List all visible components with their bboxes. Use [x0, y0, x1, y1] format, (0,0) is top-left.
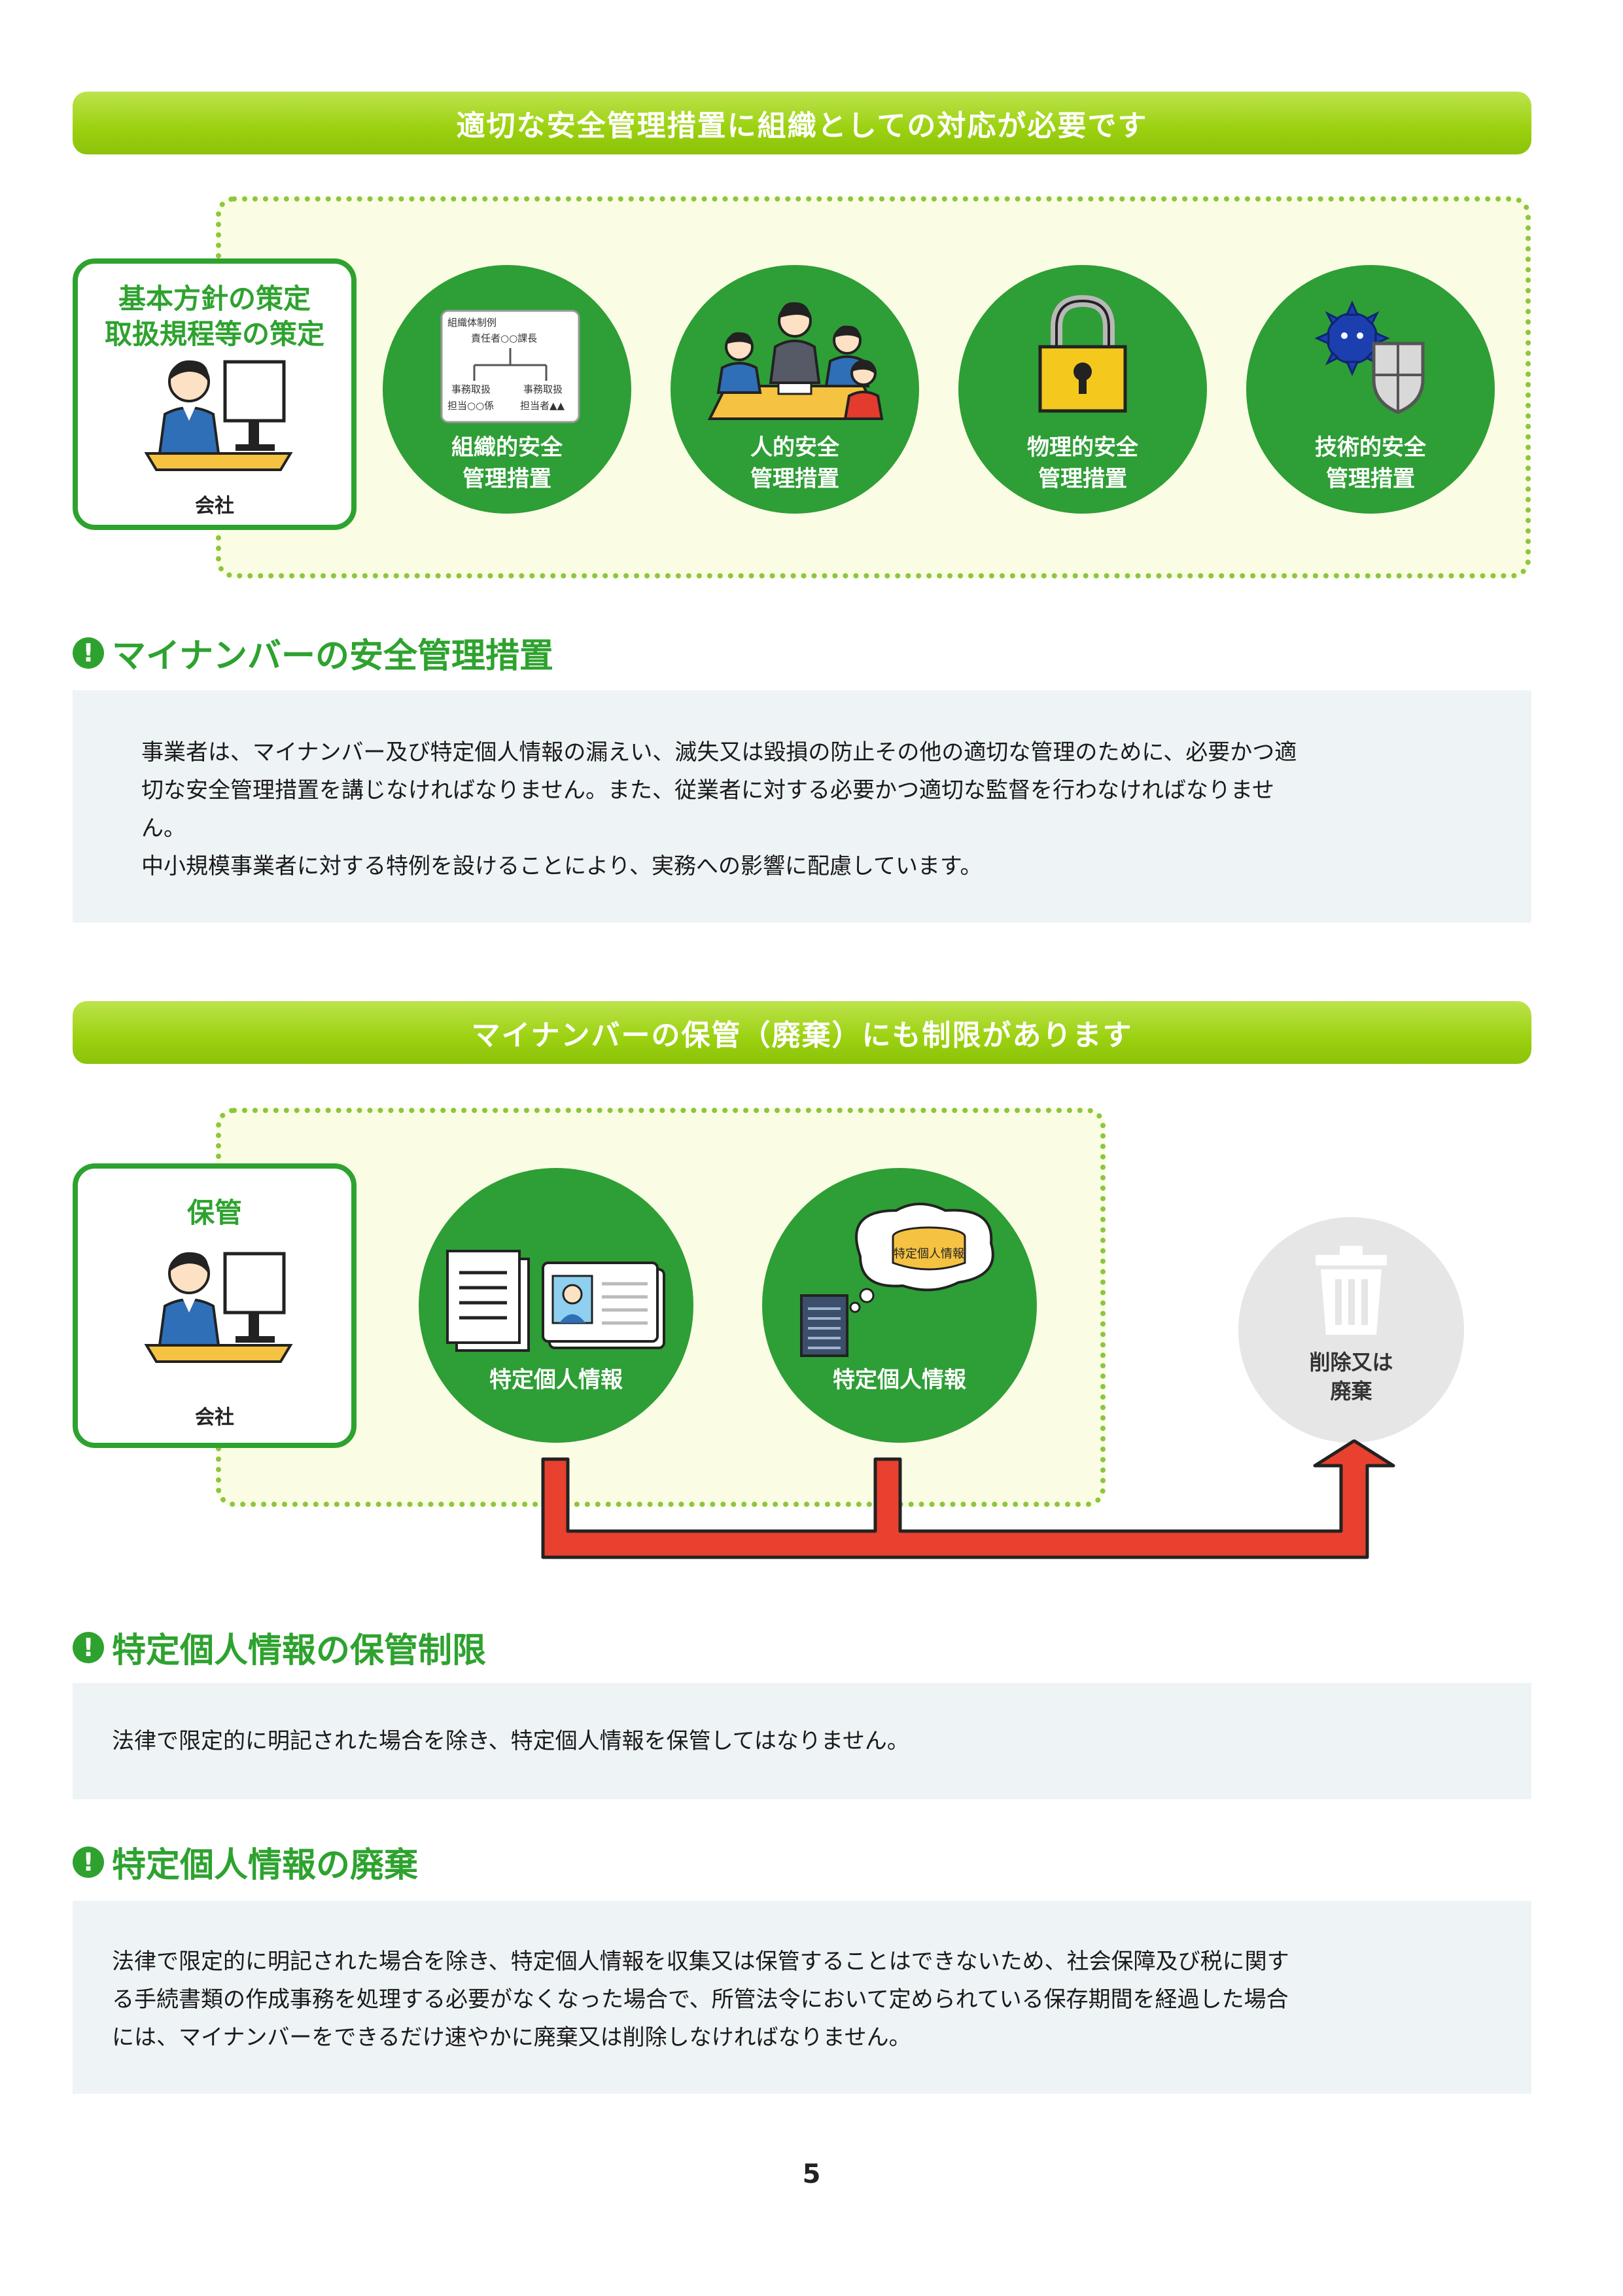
measure-human: 人的安全 管理措置 — [671, 265, 919, 514]
storage-title: 保管 — [186, 1197, 242, 1229]
storage-item-label: 特定個人情報 — [833, 1367, 966, 1393]
padlock-icon — [1038, 294, 1127, 413]
measure-physical: 物理的安全 管理措置 — [958, 265, 1207, 514]
safety-text-line2: 切な安全管理措置を講じなければなりません。また、従業者に対する必要かつ適切な監督… — [141, 777, 1274, 804]
org-chart-right-role: 事務取扱 — [523, 383, 563, 395]
measure-label-line1: 組織的安全 — [451, 434, 563, 461]
heading-mynumber-safety: ! マイナンバーの安全管理措置 — [73, 628, 553, 677]
org-chart-left-role: 事務取扱 — [451, 383, 491, 395]
disposal-text-box: 法律で限定的に明記された場合を除き、特定個人情報を収集又は保管することはできない… — [73, 1901, 1531, 2094]
virus-shield-icon — [1314, 300, 1425, 414]
disposal-text-line2: る手続書類の作成事務を処理する必要がなくなった場合で、所管法令において定められて… — [112, 1987, 1289, 2013]
org-chart-icon: 組織体制例 責任者○○課長 事務取扱 担当○○係 事務取扱 担当者▲▲ — [440, 309, 580, 423]
storage-text-box: 法律で限定的に明記された場合を除き、特定個人情報を保管してはなりません。 — [73, 1683, 1531, 1799]
company-label: 会社 — [195, 495, 234, 518]
database-label: 特定個人情報 — [894, 1247, 964, 1261]
office-worker-icon — [144, 1252, 293, 1363]
org-chart-left-person: 担当○○係 — [447, 400, 494, 412]
storage-text: 法律で限定的に明記された場合を除き、特定個人情報を保管してはなりません。 — [112, 1728, 909, 1754]
org-chart-right-person: 担当者▲▲ — [520, 400, 565, 412]
heading-text: 特定個人情報の廃棄 — [112, 1846, 419, 1885]
delete-or-dispose-circle: 削除又は 廃棄 — [1238, 1217, 1464, 1443]
disposal-text-line1: 法律で限定的に明記された場合を除き、特定個人情報を収集又は保管することはできない… — [112, 1949, 1289, 1975]
documents-id-card-icon — [446, 1250, 665, 1352]
measure-technical: 技術的安全 管理措置 — [1246, 265, 1495, 514]
heading-text: 特定個人情報の保管制限 — [112, 1631, 487, 1670]
banner-storage-restriction: マイナンバーの保管（廃棄）にも制限があります — [73, 1001, 1531, 1064]
measure-label-line2: 管理措置 — [462, 466, 551, 492]
office-worker-icon — [144, 360, 293, 471]
safety-text-line1: 事業者は、マイナンバー及び特定個人情報の漏えい、滅失又は毀損の防止その他の適切な… — [141, 739, 1297, 766]
red-arrow-to-delete — [541, 1439, 1395, 1559]
company-card-policy: 基本方針の策定 取扱規程等の策定 会社 — [73, 258, 357, 530]
company-label: 会社 — [195, 1406, 234, 1429]
policy-title-line2: 取扱規程等の策定 — [104, 318, 324, 350]
measure-label-line1: 物理的安全 — [1027, 434, 1138, 461]
heading-storage-restriction: ! 特定個人情報の保管制限 — [73, 1623, 486, 1672]
company-card-storage: 保管 会社 — [73, 1163, 357, 1448]
disposal-text-line3: には、マイナンバーをできるだけ速やかに廃棄又は削除しなければなりません。 — [112, 2024, 911, 2051]
measure-label-line1: 人的安全 — [750, 434, 839, 461]
storage-item-database: 特定個人情報 特定個人情報 — [762, 1168, 1037, 1443]
page-number: 5 — [802, 2159, 821, 2189]
trash-can-icon — [1316, 1246, 1387, 1335]
policy-title-line1: 基本方針の策定 — [118, 283, 311, 315]
storage-item-label: 特定個人情報 — [489, 1367, 623, 1393]
safety-text-box: 事業者は、マイナンバー及び特定個人情報の漏えい、滅失又は毀損の防止その他の適切な… — [73, 690, 1531, 923]
measure-organizational: 組織体制例 責任者○○課長 事務取扱 担当○○係 事務取扱 担当者▲▲ 組織的安… — [383, 265, 631, 514]
heading-disposal: ! 特定個人情報の廃棄 — [73, 1837, 418, 1886]
safety-text-line4: 中小規模事業者に対する特例を設けることにより、実務への影響に配慮しています。 — [141, 853, 983, 879]
server-database-icon: 特定個人情報 — [800, 1203, 994, 1357]
heading-text: マイナンバーの安全管理措置 — [112, 637, 553, 676]
measure-label-line2: 管理措置 — [1038, 466, 1127, 492]
measure-label-line2: 管理措置 — [750, 466, 839, 492]
measure-label-line2: 管理措置 — [1326, 466, 1415, 492]
safety-text-line3: ん。 — [141, 815, 186, 841]
measure-label-line1: 技術的安全 — [1315, 434, 1426, 461]
org-chart-manager: 責任者○○課長 — [471, 332, 537, 344]
exclamation-icon: ! — [73, 637, 104, 669]
exclamation-icon: ! — [73, 1631, 104, 1663]
org-chart-title: 組織体制例 — [447, 317, 497, 328]
delete-label-line2: 廃棄 — [1330, 1379, 1372, 1404]
people-meeting-icon — [707, 302, 884, 420]
storage-item-documents: 特定個人情報 — [419, 1168, 693, 1443]
delete-label-line1: 削除又は — [1309, 1350, 1393, 1375]
exclamation-icon: ! — [73, 1846, 104, 1878]
banner-safety-measures: 適切な安全管理措置に組織としての対応が必要です — [73, 92, 1531, 154]
